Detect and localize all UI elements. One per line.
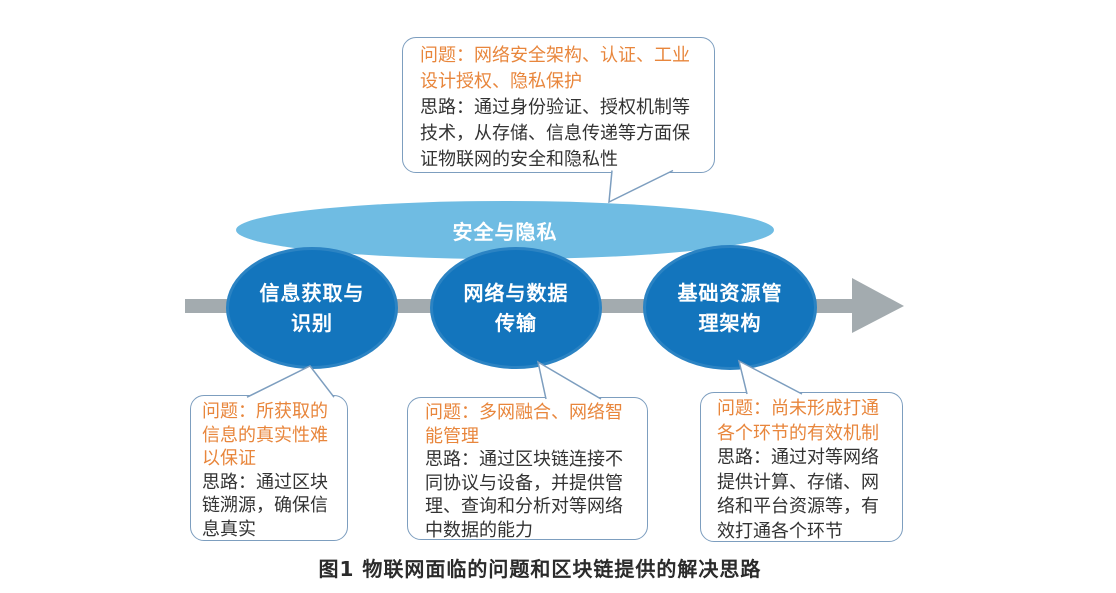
- callout-tail-left: [246, 365, 335, 398]
- security-privacy-label: 安全与隐私: [452, 219, 558, 244]
- callout-information-authenticity: 问题：所获取的信息的真实性难以保证 思路：通过区块链溯源，确保信息真实: [190, 395, 348, 541]
- figure-caption: 图1 物联网面临的问题和区块链提供的解决思路: [318, 557, 762, 581]
- arrow-head-icon: [852, 278, 904, 333]
- node-network-data-transmission: 网络与数据 传输: [430, 247, 602, 369]
- callout-solution-text: 思路：通过身份验证、授权机制等技术，从存储、信息传递等方面保证物联网的安全和隐私…: [420, 97, 690, 170]
- callout-problem-text: 问题：尚未形成打通各个环节的有效机制: [717, 398, 879, 444]
- node-label: 基础资源管 理架构: [677, 280, 783, 335]
- callout-security-privacy: 问题：网络安全架构、认证、工业设计授权、隐私保护 思路：通过身份验证、授权机制等…: [402, 37, 715, 173]
- callout-solution-text: 思路：通过对等网络提供计算、存储、网络和平台资源等，有效打通各个环节: [717, 447, 879, 542]
- callout-network-convergence: 问题：多网融合、网络智能管理 思路：通过区块链连接不同协议与设备，并提供管理、查…: [407, 397, 648, 541]
- callout-problem-text: 问题：所获取的信息的真实性难以保证: [202, 401, 328, 469]
- callout-problem-text: 问题：多网融合、网络智能管理: [425, 402, 623, 447]
- callout-tail-top: [608, 169, 674, 204]
- callout-problem-text: 问题：网络安全架构、认证、工业设计授权、隐私保护: [420, 45, 690, 92]
- callout-solution-text: 思路：通过区块链连接不同协议与设备，并提供管理、查询和分析对等网络中数据的能力: [425, 449, 623, 541]
- node-label: 网络与数据 传输: [463, 281, 569, 335]
- callout-tail-middle: [536, 360, 602, 400]
- node-infrastructure-management: 基础资源管 理架构: [643, 245, 817, 370]
- callout-solution-text: 思路：通过区块链溯源，确保信息真实: [202, 471, 328, 540]
- node-information-acquisition: 信息获取与 识别: [226, 247, 398, 369]
- node-label: 信息获取与 识别: [259, 281, 365, 335]
- callout-resource-integration: 问题：尚未形成打通各个环节的有效机制 思路：通过对等网络提供计算、存储、网络和平…: [700, 392, 903, 542]
